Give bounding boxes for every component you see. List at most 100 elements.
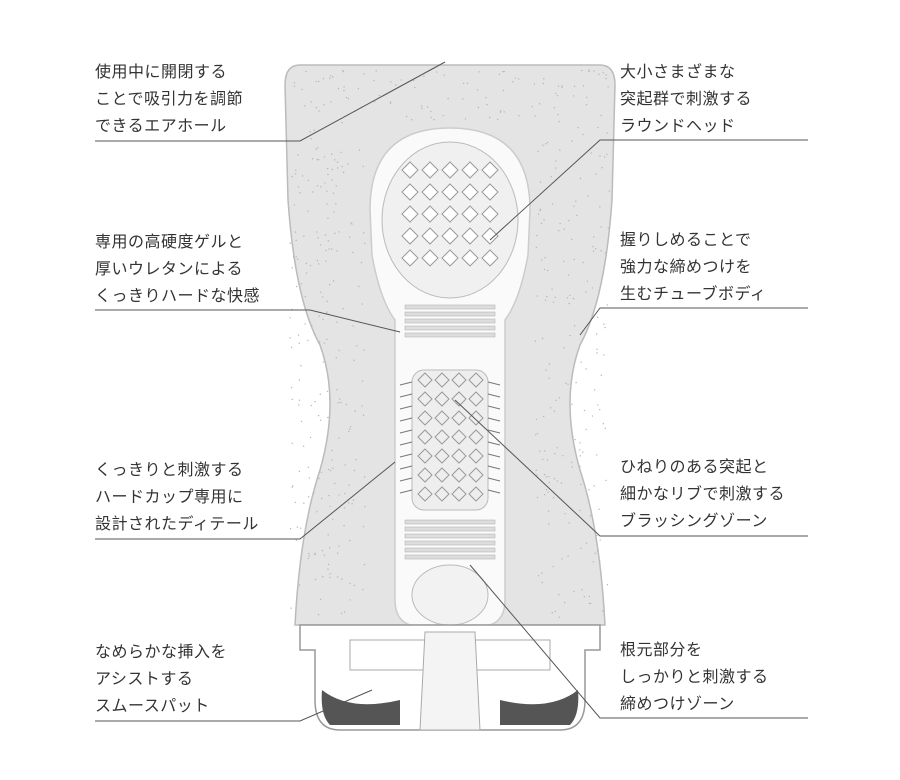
speck [569,294,571,296]
head-bump [461,205,479,223]
speck [586,96,588,99]
callout-line: 細かなリブで刺激する [620,484,786,503]
speck [539,181,542,183]
speck [298,379,301,381]
speck [298,404,300,406]
speck [355,458,357,461]
speck [305,262,308,265]
speck [561,558,563,560]
lattice-cell [451,372,467,388]
speck [330,469,332,472]
speck [597,126,599,129]
speck [587,195,589,197]
speck [553,410,556,412]
speck [348,502,350,504]
speck [351,223,353,225]
callout-tightening-zone: 根元部分を しっかりと刺激する 締めつけゾーン [620,636,769,717]
speck [325,249,327,252]
speck [603,323,605,325]
speck [307,339,309,342]
speck [300,420,303,423]
side-spike [399,477,413,482]
speck [573,258,575,261]
speck [600,114,602,117]
speck [357,87,360,90]
speck [410,119,413,121]
speck [576,214,578,217]
speck [373,79,375,82]
speck [502,89,505,92]
speck [311,158,314,160]
speck [313,553,316,556]
speck [580,361,582,363]
speck [573,205,575,207]
speck [317,263,320,265]
speck [558,593,560,596]
head-bump [401,205,419,223]
speck [326,338,328,341]
head-bump [461,161,479,179]
speck [581,69,583,72]
speck [582,85,585,87]
speck [538,450,541,452]
speck [430,116,432,119]
head-bump [421,249,439,267]
speck [363,349,365,351]
speck [594,552,596,555]
leader-gel [95,309,401,333]
speck [360,261,363,264]
speck [329,576,331,579]
lattice-cell [417,410,433,426]
lattice-cell [468,467,484,483]
lattice-cell [451,467,467,483]
callout-line: ひねりのある突起と [620,457,769,476]
callout-line: くっきりと刺激する [95,460,244,479]
callout-line: 厚いウレタンによる [95,259,244,278]
speck [541,337,544,340]
speck [531,105,533,108]
side-spike [399,465,413,470]
speck [362,588,364,591]
speck [296,526,299,528]
speck [316,259,319,262]
head-bump [481,205,499,223]
callout-line: くっきりハードな快感 [95,286,261,305]
speck [334,482,336,485]
speck [337,167,339,169]
speck [558,120,560,123]
speck [319,393,322,395]
speck [549,407,552,409]
speck [293,85,296,88]
callout-line: 大小さまざまな [620,62,736,81]
tightening-zone-bulb [411,564,489,626]
speck [558,616,561,618]
callout-line: 設計されたディテール [95,514,259,533]
speck [322,318,324,321]
speck [323,156,326,158]
speck [547,510,550,512]
speck [600,250,602,252]
speck [554,167,557,169]
speck [560,482,563,484]
speck [318,80,320,83]
head-bump [461,227,479,245]
leader-air-hole [95,61,446,142]
speck [593,70,595,72]
speck [295,539,298,541]
speck [545,369,547,371]
speck [583,595,585,598]
speck [319,291,322,293]
speck [326,203,328,205]
speck [595,173,597,175]
speck [579,449,581,451]
speck [329,573,331,575]
speck [293,82,296,84]
speck [596,348,598,351]
speck [537,213,540,215]
speck [297,186,300,188]
speck [323,342,325,344]
speck [327,416,329,419]
speck [323,104,325,106]
speck [499,111,502,113]
speck [303,502,305,504]
